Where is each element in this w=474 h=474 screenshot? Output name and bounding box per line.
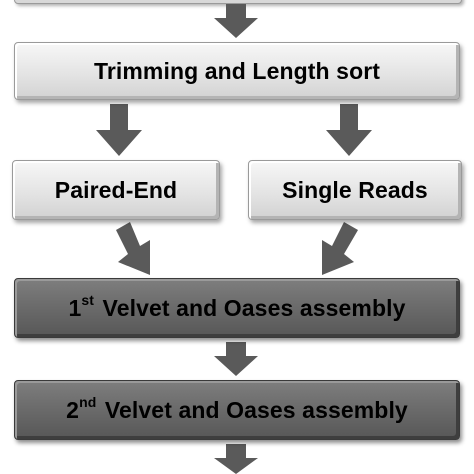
single-reads-label: Single Reads <box>282 176 428 203</box>
trimming-step-box: Trimming and Length sort <box>14 42 460 100</box>
velvet-1-ordinal: 1 <box>68 294 82 321</box>
velvet-assembly-1-label: 1st Velvet and Oases assembly <box>68 291 406 322</box>
velvet-2-ordinal: 2 <box>66 396 80 423</box>
velvet-1-ordinal-suffix: st <box>81 291 95 308</box>
velvet-assembly-1-box: 1st Velvet and Oases assembly <box>14 278 460 338</box>
single-reads-box: Single Reads <box>248 160 462 220</box>
velvet-assembly-2-box: 2nd Velvet and Oases assembly <box>14 380 460 440</box>
paired-end-label: Paired-End <box>54 176 178 203</box>
velvet-2-text: Velvet and Oases assembly <box>98 396 408 423</box>
arrow-paired-end-to-velvet <box>116 222 150 275</box>
paired-end-box: Paired-End <box>12 160 220 220</box>
arrow-bottom <box>214 444 258 474</box>
velvet-2-ordinal-suffix: nd <box>79 393 97 410</box>
arrow-to-paired-end <box>96 104 142 156</box>
trimming-step-label: Trimming and Length sort <box>93 57 381 84</box>
velvet-1-text: Velvet and Oases assembly <box>96 294 406 321</box>
velvet-assembly-2-label: 2nd Velvet and Oases assembly <box>66 393 408 424</box>
arrow-to-single-reads <box>326 104 372 156</box>
arrow-velvet1-to-velvet2 <box>214 342 258 376</box>
arrow-single-reads-to-velvet <box>322 222 358 275</box>
arrow-top <box>214 4 258 38</box>
